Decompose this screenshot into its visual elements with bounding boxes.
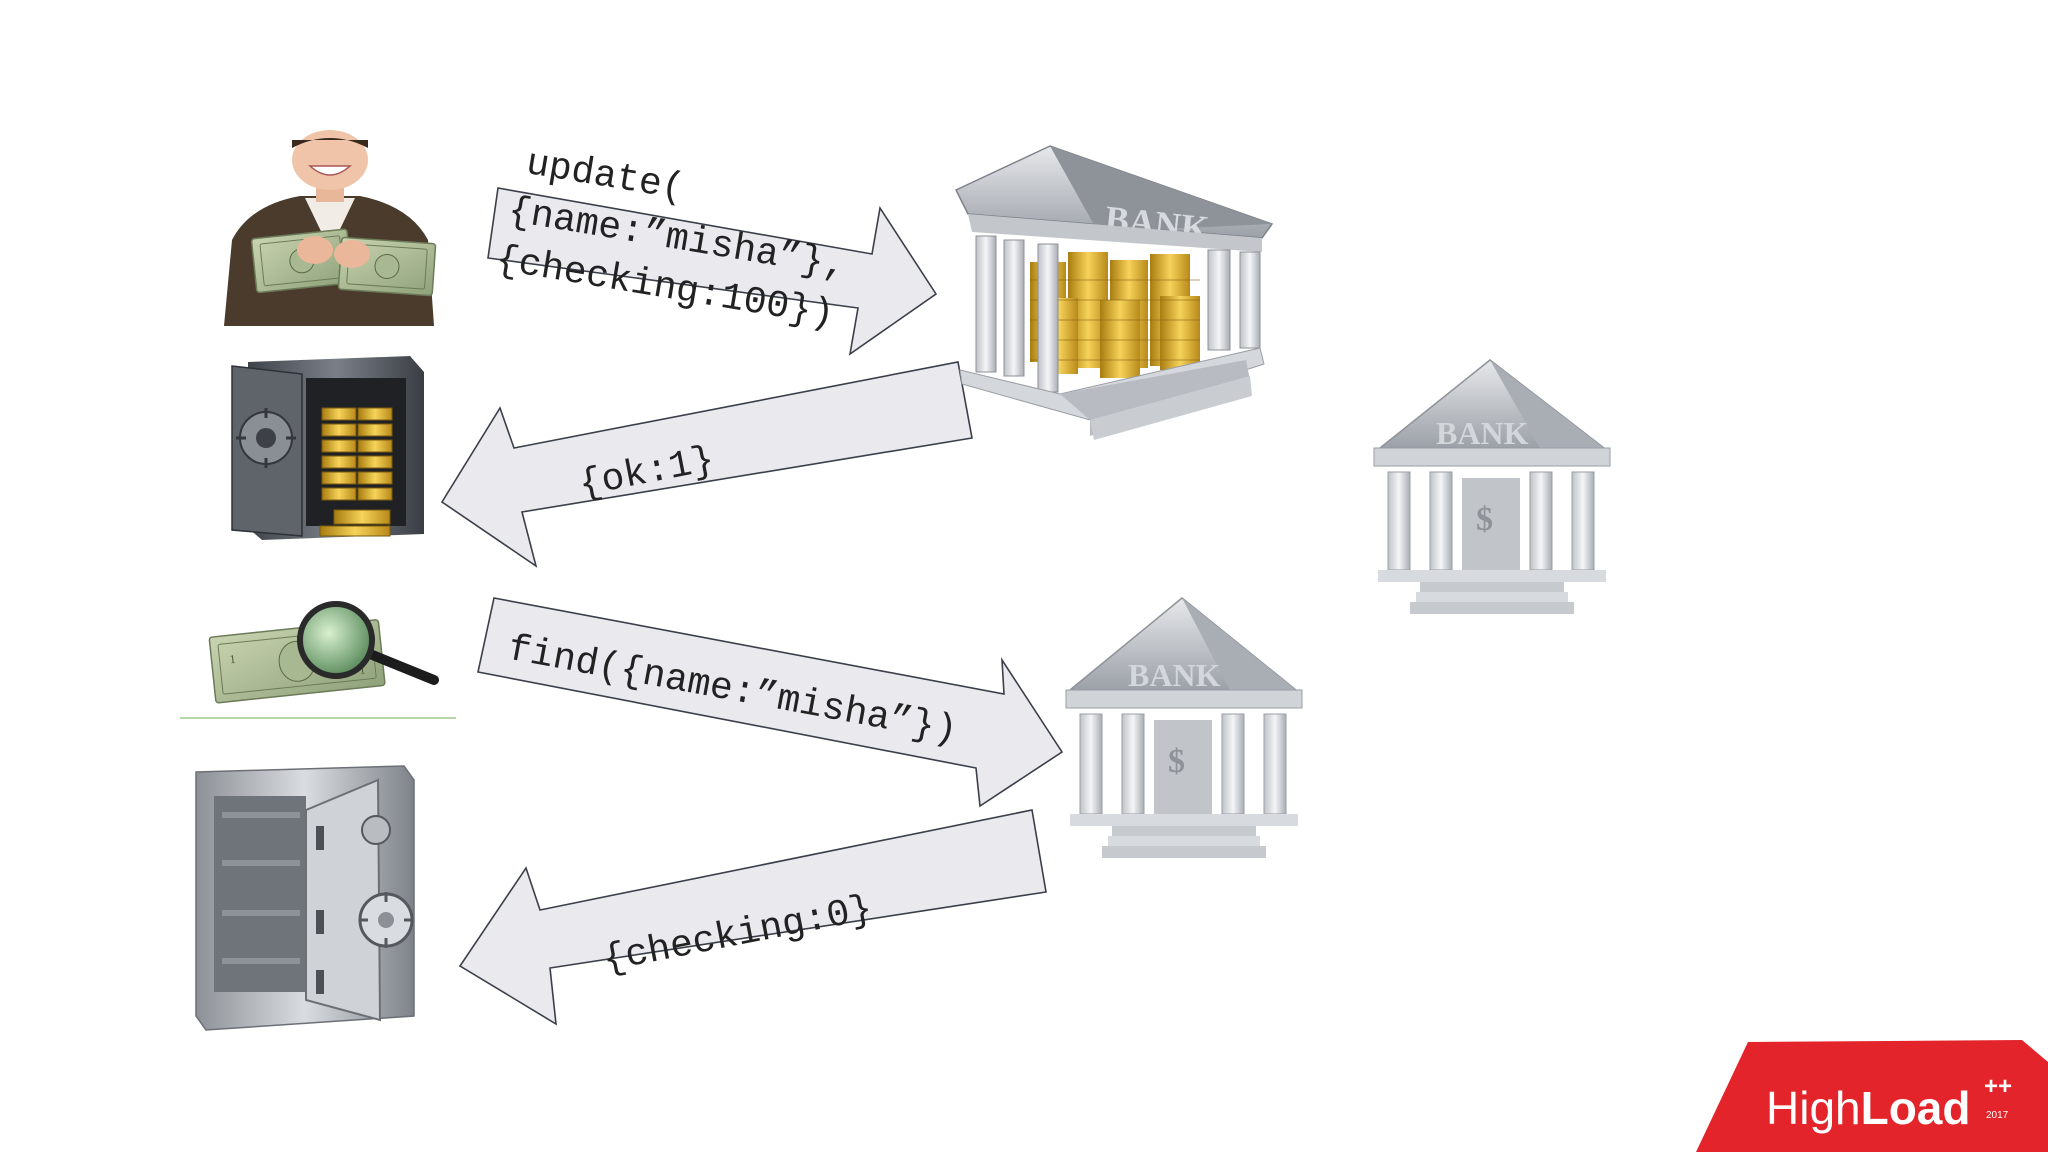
logo-red-banner <box>1696 1040 2048 1152</box>
checking-arrow-shape <box>458 809 1047 1026</box>
right-bank-dollar: $ <box>1476 501 1493 538</box>
checking-response-arrow: {checking:0} <box>458 809 1047 1026</box>
lower-bank-dollar: $ <box>1168 743 1185 780</box>
svg-text:1: 1 <box>359 662 366 677</box>
gold-coin-stacks-icon <box>1030 252 1200 378</box>
lower-bank-label: BANK <box>1128 657 1221 693</box>
logo-superscript: ++ <box>1984 1073 2012 1100</box>
bank-with-gold-icon: BANK <box>954 145 1274 440</box>
bank-icon: BANK $ <box>1065 597 1303 858</box>
empty-safe-icon <box>195 765 415 1031</box>
update-arrow-shape <box>487 187 938 356</box>
logo-bold: Load <box>1861 1082 1971 1134</box>
find-request-arrow: find({name:”misha”}) <box>477 597 1064 808</box>
logo-year: 2017 <box>1986 1110 2009 1121</box>
ok-response-arrow: {ok:1} <box>440 361 973 568</box>
highload-logo: HighLoad ++ 2017 <box>1696 1040 2048 1152</box>
logo-text: HighLoad <box>1766 1082 1971 1134</box>
logo-light: High <box>1766 1082 1861 1134</box>
dollar-magnifier-icon: 1 1 <box>180 600 456 719</box>
svg-text:1: 1 <box>229 652 236 667</box>
gold-vault-icon <box>216 340 442 558</box>
update-request-arrow: update( {name:”misha”}, {checking:100}) <box>487 142 938 356</box>
ok-arrow-shape <box>440 361 973 568</box>
right-bank-label: BANK <box>1436 415 1529 451</box>
bank-icon: BANK $ <box>1373 359 1611 614</box>
find-arrow-shape <box>477 597 1064 808</box>
person-with-money-icon <box>222 130 437 326</box>
